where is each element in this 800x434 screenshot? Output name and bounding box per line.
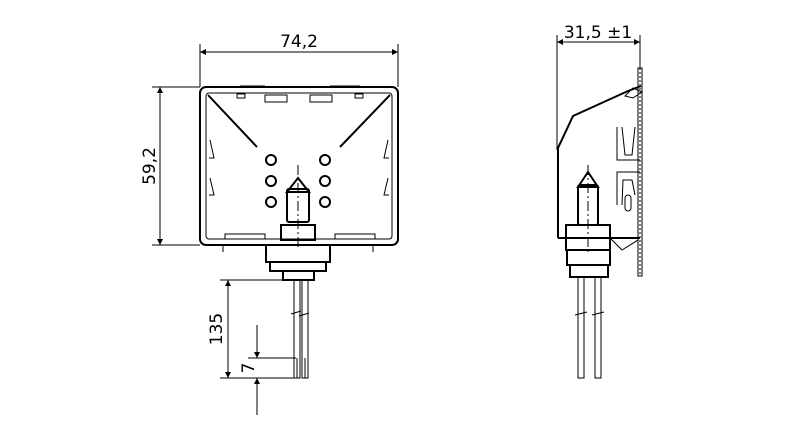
socket	[265, 244, 331, 281]
strip-length-label: 7	[239, 363, 259, 374]
side-socket	[565, 224, 611, 278]
strip-length-dimension: 7	[239, 325, 296, 415]
width-dimension: 74,2	[199, 32, 399, 87]
bottom-hook	[609, 237, 639, 251]
front-view: 74,2 59,2 135 7	[140, 32, 399, 415]
housing-profile	[557, 85, 642, 238]
height-dimension: 59,2	[140, 86, 200, 246]
bottom-rails	[222, 233, 376, 252]
reflector-lines	[207, 94, 391, 148]
wire-length-dimension: 135	[207, 279, 300, 379]
side-wires	[574, 276, 605, 379]
wires	[290, 279, 310, 379]
bulb	[280, 165, 316, 250]
side-clips	[209, 139, 389, 196]
top-tabs	[236, 85, 364, 103]
depth-dimension: 31,5 ±1	[556, 23, 641, 150]
side-view: 31,5 ±1	[556, 23, 644, 379]
spring-clips	[616, 126, 640, 212]
housing-inner	[205, 92, 393, 240]
vent-holes	[265, 154, 331, 208]
depth-dim-label: 31,5 ±1	[564, 23, 632, 43]
height-dim-label: 59,2	[140, 147, 160, 185]
width-dim-label: 74,2	[280, 32, 318, 52]
wire-length-label: 135	[207, 313, 227, 345]
side-bulb	[576, 165, 600, 255]
